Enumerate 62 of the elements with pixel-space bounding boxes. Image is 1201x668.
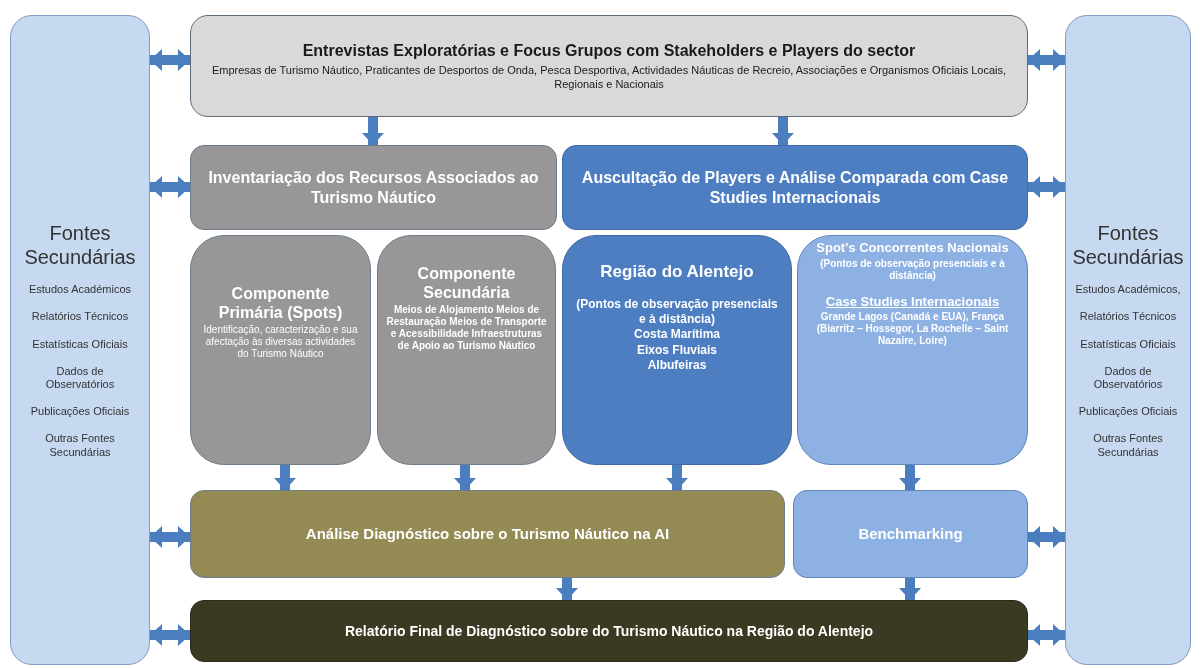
block-arrow: [899, 578, 921, 600]
source-item: Estatísticas Oficiais: [1080, 337, 1176, 351]
process-box: [190, 15, 1028, 117]
panel-title: Fontes Secundárias: [1072, 221, 1184, 270]
node-title: Inventariação dos Recursos Associados ao Turismo Náutico: [207, 168, 540, 207]
node-title: Entrevistas Exploratórias e Focus Grupos com Stakeholders e Players do sector: [302, 41, 916, 61]
source-panel: [1065, 15, 1191, 665]
process-box: [190, 235, 371, 465]
node-title: Benchmarking: [858, 525, 963, 543]
node-text: (Pontos de observação presenciais e à distância): [819, 257, 1006, 282]
node-title: Auscultação de Players e Análise Comparada com Case Studies Internacionais: [580, 168, 1010, 207]
double-arrow: [150, 624, 190, 646]
source-item: Relatórios Técnicos: [31, 310, 129, 324]
block-arrow: [772, 117, 794, 145]
block-arrow: [556, 578, 578, 600]
double-arrow: [150, 176, 190, 198]
node-title: Relatório Final de Diagnóstico sobre do Turismo Náutico na Região do Alentejo: [344, 622, 874, 640]
process-box: [190, 145, 557, 230]
process-box: [377, 235, 556, 465]
double-arrow: [1028, 49, 1065, 71]
process-box: [190, 600, 1028, 662]
source-panel: [10, 15, 150, 665]
node-text: Costa Marítima: [634, 327, 720, 342]
node-title: Spot's Concorrentes Nacionais: [816, 240, 1009, 256]
node-title: Componente Primária (Spots): [217, 284, 344, 323]
double-arrow: [1028, 526, 1065, 548]
node-title: Componente Secundária: [416, 264, 517, 303]
source-item: Estatísticas Oficiais: [32, 337, 128, 351]
source-item: Relatórios Técnicos: [1079, 310, 1177, 324]
double-arrow: [150, 49, 190, 71]
node-text: Identificação, caracterização e sua afectação às diversas actividades do Turismo Náutico: [202, 324, 359, 361]
block-arrow: [899, 465, 921, 490]
double-arrow: [150, 526, 190, 548]
node-text: Grande Lagos (Canadá e EUA), França (Biarritz – Hossegor, La Rochelle – Saint Nazaire, Loire): [815, 311, 1010, 348]
node-text: Empresas de Turismo Náutico, Praticantes de Desportos de Onda, Pesca Desportiva, Actividades Náuticas de Recreio, Associações e Organismos Oficiais Locais, Regionais e Nacionais: [210, 64, 1008, 91]
source-item: Dados de Observatórios: [44, 364, 116, 392]
source-item: Estudos Académicos: [28, 283, 132, 297]
node-title: Análise Diagnóstico sobre o Turismo Náutico na AI: [305, 525, 670, 543]
node-title: Região do Alentejo: [600, 262, 754, 283]
node-text: Eixos Fluviais: [636, 342, 717, 357]
source-item: Estudos Académicos,: [1075, 283, 1181, 297]
process-box: [797, 235, 1028, 465]
panel-title: Fontes Secundárias: [23, 221, 137, 270]
process-box: [190, 490, 785, 578]
node-title: Case Studies Internacionais: [825, 293, 1000, 310]
source-item: Publicações Oficiais: [1078, 405, 1178, 419]
node-text: Albufeiras: [647, 357, 707, 373]
double-arrow: [1028, 176, 1065, 198]
process-box: [793, 490, 1028, 578]
source-item: Outras Fontes Secundárias: [1092, 432, 1164, 459]
block-arrow: [454, 465, 476, 490]
source-item: Outras Fontes Secundárias: [44, 432, 116, 459]
source-item: Dados de Observatórios: [1092, 364, 1164, 392]
block-arrow: [274, 465, 296, 490]
node-text: (Pontos de observação presenciais e à distância): [575, 297, 779, 327]
block-arrow: [666, 465, 688, 490]
process-box: [562, 235, 792, 465]
source-item: Publicações Oficiais: [30, 405, 130, 419]
block-arrow: [362, 117, 384, 145]
process-box: [562, 145, 1028, 230]
double-arrow: [1028, 624, 1065, 646]
node-text: Meios de Alojamento Meios de Restauração Meios de Transporte e Acessibilidade Infraestruturas de Apoio ao Turismo Náutico: [386, 304, 547, 353]
